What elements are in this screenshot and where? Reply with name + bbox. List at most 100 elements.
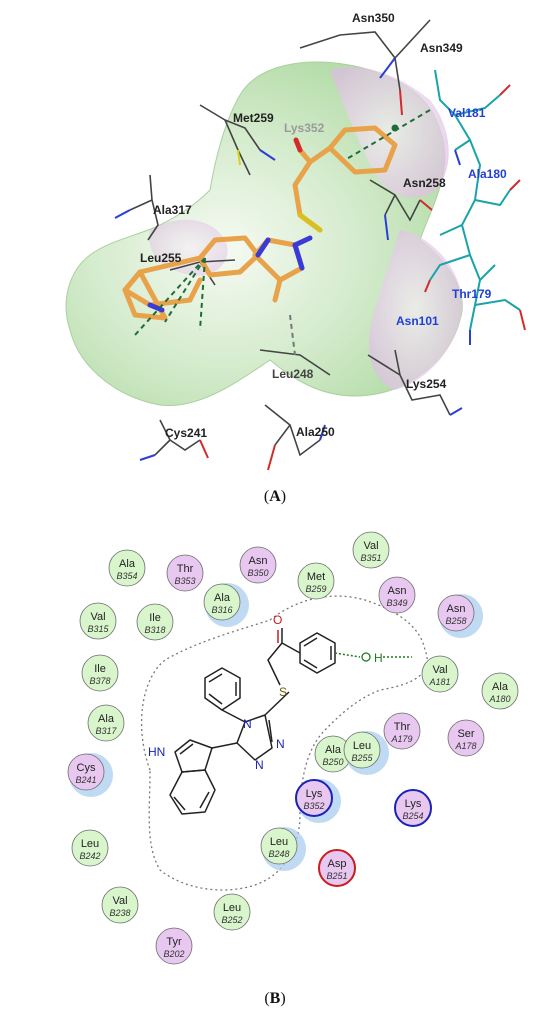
n1-label: N [255,758,264,772]
oxygen-label: O [273,613,282,627]
pi-h-interaction [334,652,412,662]
residue-circle [71,829,109,867]
interaction-dashes [134,109,431,356]
h-label: H [374,651,383,665]
residue-chain-number: B315 [87,624,109,634]
residue-chain-number: A178 [454,741,476,751]
ligand-2d-structure [169,628,336,815]
residue-chain-number: B349 [386,598,407,608]
residue-chain-number: B252 [221,915,242,925]
residue-circle [295,779,333,817]
residue-label-leu255: Leu255 [140,251,182,265]
residue-label-cys241: Cys241 [165,426,207,440]
residue-chain-number: B255 [351,753,373,763]
residue-circle [383,712,421,750]
residue-label-lys352: Lys352 [284,121,325,135]
residue-circle [203,583,241,621]
residue-chain-number: B353 [174,576,195,586]
panel-b-caption: (B) [264,990,286,1007]
residue-name: Asn [249,555,268,567]
residue-name: Val [112,895,127,907]
residue-chain-number: A179 [390,734,412,744]
residue-chain-number: B352 [303,801,324,811]
panel-b-letter: B [269,990,281,1007]
ligand-atom-labels: O S N N N HN H [148,613,383,772]
residue-chain-number: B351 [360,553,381,563]
residue-label-asn349: Asn349 [420,41,463,55]
residue-circle [239,546,277,584]
residue-chain-number: B251 [326,871,347,881]
residue-name: Ala [492,681,509,693]
residue-chain-number: B242 [79,851,100,861]
residue-circle [437,594,475,632]
residue-chain-number: B241 [75,775,96,785]
residue-name: Ile [149,612,161,624]
residue-chain-number: B238 [109,908,130,918]
residue-name: Ala [98,713,115,725]
residue-stick-accents [114,57,463,471]
residue-chain-number: B248 [268,849,289,859]
residue-chain-number: B316 [211,605,232,615]
panel-a-letter: A [269,488,281,505]
residue-circle [87,704,125,742]
residue-name: Tyr [166,936,182,948]
residue-name: Met [307,571,325,583]
residue-chain-number: B202 [163,949,184,959]
residue-name: Val [90,611,105,623]
residue-name: Cys [77,762,96,774]
n4-label: N [243,717,252,731]
residue-name: Ala [119,558,136,570]
residue-name: Lys [306,788,323,800]
residue-circle [101,886,139,924]
sulfur-label: S [279,685,287,699]
residue-name: Ala [325,744,342,756]
residue-chain-number: B250 [322,757,343,767]
residue-chain-number: B259 [305,584,326,594]
residue-chain-number: B318 [144,625,165,635]
residue-circle [260,827,298,865]
residue-label-ala317: Ala317 [153,203,192,217]
residue-label-ala180: Ala180 [468,167,507,181]
residue-name: Ser [457,728,474,740]
residue-name: Ile [94,663,106,675]
residue-name: Asn [447,603,466,615]
residue-chain-number: B258 [445,616,466,626]
residue-label-val181: Val181 [448,106,486,120]
residue-circle [213,893,251,931]
pocket-contour [141,595,428,891]
residue-circles-b: AlaB354ThrB353AsnB350ValB351MetB259AlaB3… [67,531,519,965]
residue-circle [67,753,105,791]
residue-name: Leu [223,902,241,914]
residue-label-leu248: Leu248 [272,367,314,381]
nh-label: HN [148,745,165,759]
residue-chain-number: B354 [116,571,137,581]
residue-circle [318,849,356,887]
residue-label-met259: Met259 [233,111,274,125]
residue-chain-number: B378 [89,676,110,686]
residue-circle [343,731,381,769]
residue-circle [81,654,119,692]
residue-circle [108,549,146,587]
panel-b-svg: O S N N N HN H AlaB354ThrB353AsnB350ValB… [67,531,519,965]
residue-name: Asn [388,585,407,597]
residue-label-ala250: Ala250 [296,425,335,439]
